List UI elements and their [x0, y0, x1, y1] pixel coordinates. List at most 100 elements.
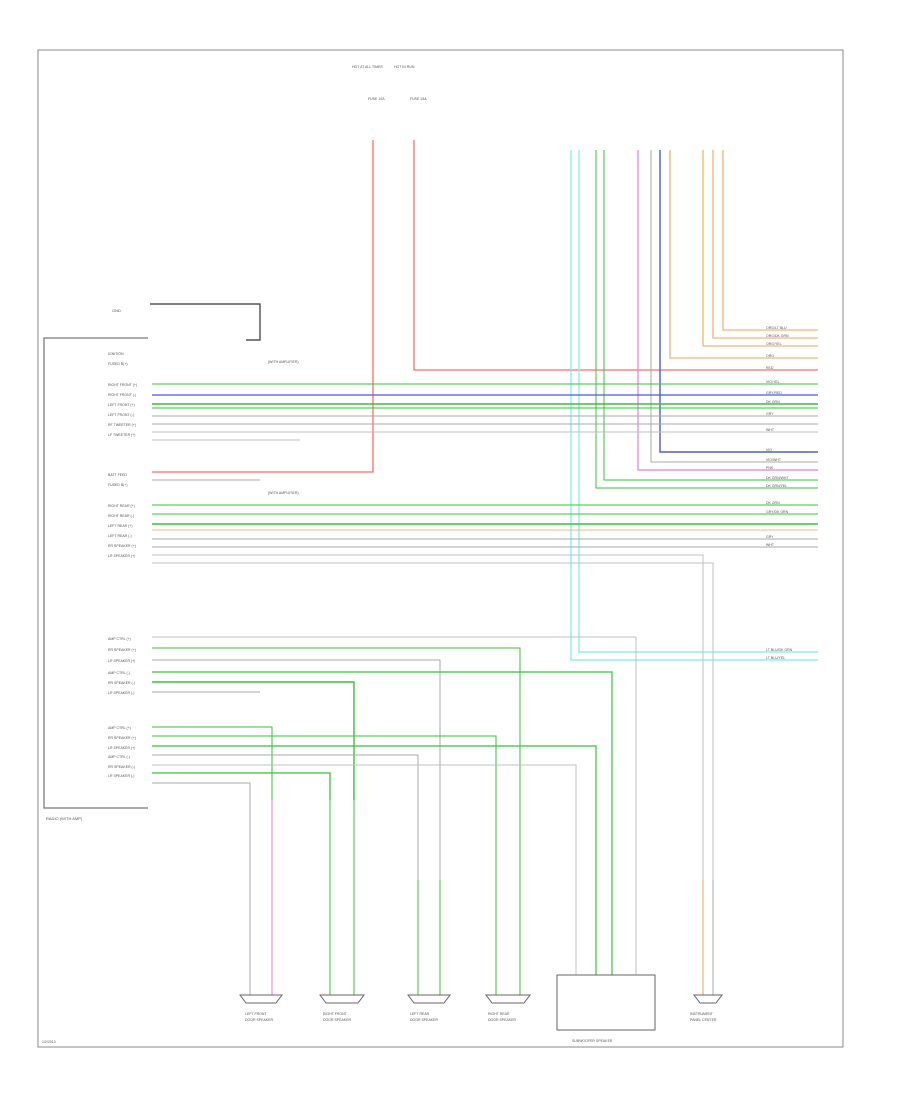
- group4-wires: [152, 726, 597, 975]
- speaker-left-front: LEFT FRONT DOOR SPEAKER: [239, 994, 283, 1022]
- speaker-label-line1: RIGHT FRONT: [323, 1012, 348, 1016]
- wire-label: VIO/YEL: [766, 380, 780, 384]
- ground-label: GND: [112, 308, 121, 313]
- wire-label: ORG/DK GRN: [766, 334, 789, 338]
- wire-label: GRY: [766, 412, 774, 416]
- pin-label: LF TWEETER (+): [108, 433, 135, 437]
- group3-wires: [152, 636, 637, 975]
- cyan-wire-2: [578, 150, 818, 653]
- pin-label: RIGHT REAR (-): [108, 514, 134, 518]
- pin-label: RF TWEETER (+): [108, 423, 136, 427]
- fuse-block: HOT AT ALL TIMES HOT IN RUN FUSE 10A FUS…: [352, 65, 427, 101]
- pin-label: RIGHT FRONT (-): [108, 393, 136, 397]
- fuse-label-3: FUSE 10A: [368, 97, 385, 101]
- pin-label: LR SPEAKER (+): [108, 746, 135, 750]
- footer-code: 1/2/2013: [42, 1040, 56, 1044]
- pin-label: RR SPEAKER (-): [108, 765, 135, 769]
- splice-note-1: (WITH AMPLIFIER): [268, 360, 299, 364]
- blue-wire: [659, 150, 818, 453]
- pin-label: AMP CTRL (+): [108, 637, 131, 641]
- speaker-label-line1: LEFT REAR: [410, 1012, 430, 1016]
- fuse-label-2: HOT IN RUN: [394, 65, 415, 69]
- splice-note-2: (WITH AMPLIFIER): [268, 491, 299, 495]
- wire-label: WHT: [766, 428, 775, 432]
- speaker-drops: [249, 800, 714, 995]
- wire-label: GRY/DK GRN: [766, 510, 789, 514]
- wire-label: PNK: [766, 466, 774, 470]
- speaker-label-line2: DOOR SPEAKER: [245, 1018, 273, 1022]
- cyan-wire-1: [570, 150, 818, 661]
- wire-label: DK GRN: [766, 501, 780, 505]
- speaker-right-front: RIGHT FRONT DOOR SPEAKER: [319, 994, 365, 1022]
- pin-label: IGNITION: [108, 352, 124, 356]
- wire-label: LT BLU/DK GRN: [766, 648, 793, 652]
- pin-label: AMP CTRL (-): [108, 755, 130, 759]
- orange-wire-3: [712, 150, 818, 339]
- orange-wire-4: [722, 150, 818, 331]
- green-wire-top-2: [603, 150, 818, 481]
- speaker-label-line2: DOOR SPEAKER: [410, 1018, 438, 1022]
- red-wire-ignition: [413, 140, 818, 371]
- pin-label: RIGHT REAR (+): [108, 504, 135, 508]
- speaker-label-line2: DOOR SPEAKER: [488, 1018, 516, 1022]
- orange-wire-1: [669, 150, 818, 359]
- pin-label: RR SPEAKER (+): [108, 736, 136, 740]
- wire-label: ORG: [766, 354, 774, 358]
- radio-module-outline: [43, 337, 148, 809]
- wire-label: DK GRN: [766, 400, 780, 404]
- group2-wires: [152, 479, 818, 880]
- pin-label: LR SPEAKER (+): [108, 659, 135, 663]
- pin-label: LR SPEAKER (-): [108, 774, 134, 778]
- wire-label: ORG/LT BLU: [766, 326, 787, 330]
- pin-label: LEFT REAR (-): [108, 534, 132, 538]
- fuse-label-4: FUSE 15A: [410, 97, 427, 101]
- speaker-label-line1: INSTRUMENT: [690, 1012, 714, 1016]
- ground-wire: [150, 303, 261, 341]
- speaker-instrument-panel: INSTRUMENT PANEL CENTER: [690, 994, 723, 1022]
- pin-label: RR SPEAKER (+): [108, 648, 136, 652]
- speaker-label-line2: PANEL CENTER: [690, 1018, 717, 1022]
- wire-label: DK GRN/YEL: [766, 484, 787, 488]
- speaker-label-line1: SUBWOOFER SPEAKER: [572, 1039, 613, 1043]
- pin-label: LEFT FRONT (+): [108, 403, 135, 407]
- pin-label: FUSED B(+): [108, 483, 128, 487]
- speaker-left-rear: LEFT REAR DOOR SPEAKER: [407, 994, 451, 1022]
- pin-label: AMP CTRL (+): [108, 726, 131, 730]
- orange-wire-2: [702, 150, 818, 347]
- pin-label: LR SPEAKER (-): [108, 691, 134, 695]
- pin-label: RIGHT FRONT (+): [108, 383, 137, 387]
- pin-label: RR SPEAKER (+): [108, 544, 136, 548]
- wire-label: LT BLU/YEL: [766, 656, 785, 660]
- wire-label: VIO: [766, 448, 772, 452]
- speaker-label-line1: RIGHT REAR: [488, 1012, 510, 1016]
- diagram-frame: [37, 49, 844, 1048]
- pin-label: AMP CTRL (-): [108, 671, 130, 675]
- pin-label: BATT FEED: [108, 473, 127, 477]
- speaker-subwoofer: SUBWOOFER SPEAKER: [556, 974, 656, 1043]
- left-pin-labels: IGNITION FUSED B(+) RIGHT FRONT (+) RIGH…: [108, 352, 137, 778]
- pin-label: RR SPEAKER (-): [108, 681, 135, 685]
- wire-label: ORG/YEL: [766, 342, 782, 346]
- wire-label: GRY: [766, 535, 774, 539]
- magenta-wire: [637, 150, 818, 471]
- speaker-label-line2: DOOR SPEAKER: [323, 1018, 351, 1022]
- pin-label: LEFT REAR (+): [108, 524, 133, 528]
- pin-label: FUSED B(+): [108, 362, 128, 366]
- wire-label: WHT: [766, 543, 775, 547]
- speaker-label-line1: LEFT FRONT: [245, 1012, 267, 1016]
- pin-label: LEFT FRONT (-): [108, 413, 134, 417]
- wire-label: VIO/WHT: [766, 458, 782, 462]
- module-label: RADIO (WITH AMP): [46, 816, 83, 821]
- fuse-label-1: HOT AT ALL TIMES: [352, 65, 383, 69]
- group1-wires: [152, 383, 818, 441]
- wire-label: DK GRN/WHT: [766, 476, 789, 480]
- gray-wire-top: [650, 150, 818, 463]
- wire-label: RED: [766, 366, 774, 370]
- wire-label: GRY/RED: [766, 391, 782, 395]
- right-wire-labels: ORG/LT BLU ORG/DK GRN ORG/YEL ORG RED VI…: [766, 326, 793, 660]
- green-wire-top-1: [595, 150, 818, 489]
- pin-label: LR SPEAKER (+): [108, 554, 135, 558]
- red-wire-batt: [152, 140, 374, 473]
- speaker-right-rear: RIGHT REAR DOOR SPEAKER: [485, 994, 531, 1022]
